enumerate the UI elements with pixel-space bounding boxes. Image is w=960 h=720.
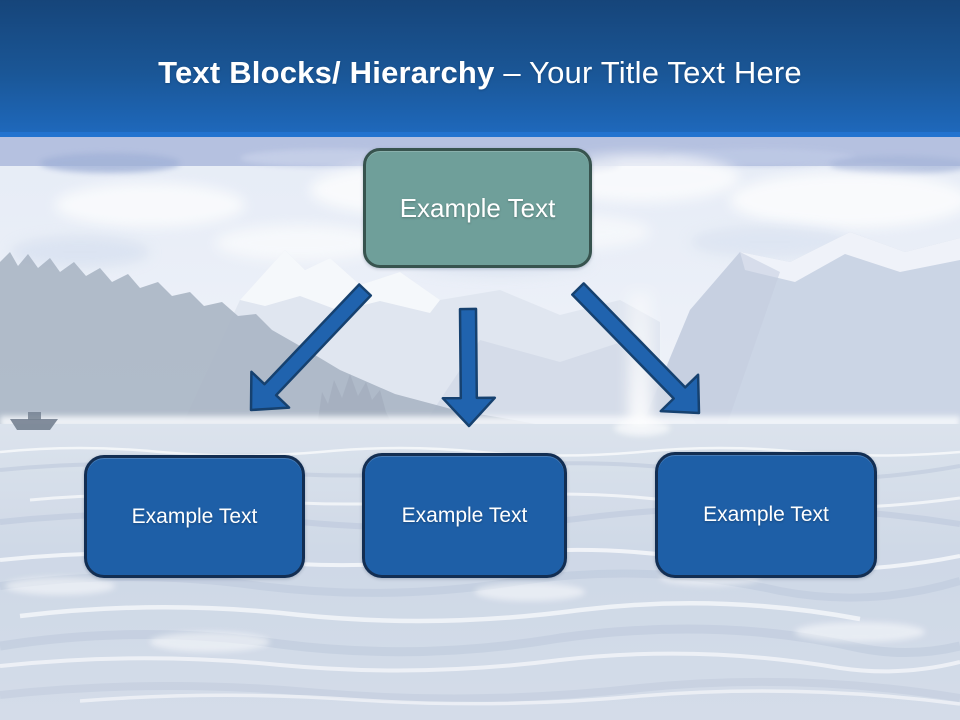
whale-spout: [614, 292, 670, 436]
hierarchy-root-label: Example Text: [399, 192, 556, 223]
slide-title: Text Blocks/ Hierarchy – Your Title Text…: [158, 42, 802, 90]
slide-title-bold: Text Blocks/ Hierarchy: [158, 54, 495, 90]
hierarchy-child-box-2: Example Text: [362, 453, 567, 578]
hierarchy-child-label-1: Example Text: [131, 504, 258, 528]
boat-silhouette: [10, 412, 58, 430]
hierarchy-root-box: Example Text: [363, 148, 592, 268]
hierarchy-child-box-1: Example Text: [84, 455, 305, 578]
slide-header: Text Blocks/ Hierarchy – Your Title Text…: [0, 0, 960, 137]
hierarchy-child-label-2: Example Text: [401, 503, 528, 527]
hierarchy-child-box-3: Example Text: [655, 452, 877, 578]
hierarchy-child-label-3: Example Text: [703, 503, 829, 526]
connector-arrow-right: [571, 282, 701, 415]
connector-arrow-left: [249, 283, 373, 412]
connector-arrow-middle: [441, 307, 497, 428]
slide-title-regular: – Your Title Text Here: [503, 54, 802, 90]
